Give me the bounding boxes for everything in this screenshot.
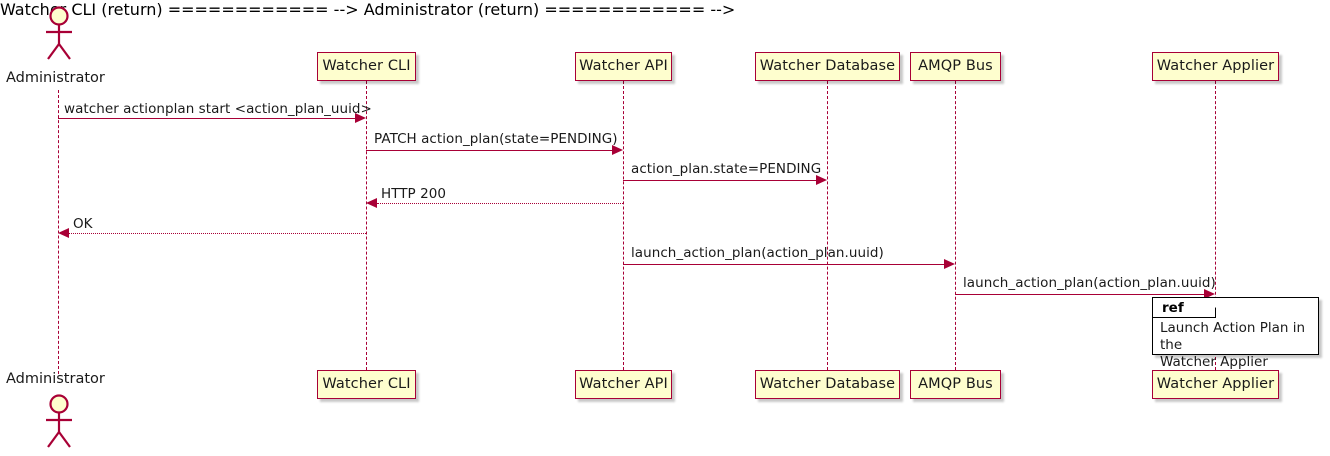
participant-label-amqp-bus-top: AMQP Bus (918, 58, 993, 75)
message-label-2: PATCH action_plan(state=PENDING) (374, 131, 618, 147)
ref-fragment-tab: ref (1153, 298, 1216, 318)
participant-amqp-bus-bottom[interactable]: AMQP Bus (910, 370, 1001, 399)
stick-figure-icon (46, 394, 72, 448)
participant-watcher-api-top[interactable]: Watcher API (575, 52, 672, 81)
message-line-5 (69, 233, 366, 234)
message-line-2 (366, 150, 612, 151)
participant-watcher-cli-bottom[interactable]: Watcher CLI (317, 370, 416, 399)
message-label-1: watcher actionplan start <action_plan_uu… (64, 101, 372, 117)
participant-label-watcher-api-top: Watcher API (579, 58, 668, 75)
message-line-1 (58, 118, 355, 119)
lifeline-watcher-api (623, 81, 624, 370)
message-arrowhead-3 (816, 174, 827, 185)
ref-fragment-tab-label: ref (1162, 299, 1184, 316)
ref-fragment-launch-action-plan[interactable]: ref Launch Action Plan in the Watcher Ap… (1152, 297, 1319, 370)
lifeline-amqp-bus (955, 81, 956, 370)
message-label-4: HTTP 200 (381, 186, 447, 202)
message-label-7: launch_action_plan(action_plan.uuid) (963, 275, 1216, 291)
participant-label-watcher-cli-bottom: Watcher CLI (322, 376, 411, 393)
participant-watcher-database-bottom[interactable]: Watcher Database (755, 370, 900, 399)
actor-label-administrator-top: Administrator (6, 70, 105, 86)
message-arrowhead-2 (612, 144, 623, 155)
participant-watcher-applier-bottom[interactable]: Watcher Applier (1152, 370, 1279, 399)
message-arrowhead-5 (58, 227, 69, 238)
message-arrowhead-1 (355, 112, 366, 123)
message-line-3 (623, 180, 816, 181)
lifeline-watcher-cli (366, 81, 367, 370)
participant-watcher-api-bottom[interactable]: Watcher API (575, 370, 672, 399)
message-arrowhead-7 (1204, 288, 1215, 299)
lifeline-watcher-applier (1215, 81, 1216, 370)
message-arrowhead-4 (366, 197, 377, 208)
participant-label-watcher-database-bottom: Watcher Database (759, 376, 896, 393)
participant-label-watcher-applier-top: Watcher Applier (1156, 58, 1275, 75)
participant-watcher-applier-top[interactable]: Watcher Applier (1152, 52, 1279, 81)
participant-label-amqp-bus-bottom: AMQP Bus (918, 376, 993, 393)
actor-label-administrator-bottom: Administrator (6, 371, 105, 387)
message-label-3: action_plan.state=PENDING (631, 161, 822, 177)
lifeline-watcher-database (827, 81, 828, 370)
message-arrowhead-6 (944, 258, 955, 269)
participant-amqp-bus-top[interactable]: AMQP Bus (910, 52, 1001, 81)
participant-label-watcher-database-top: Watcher Database (759, 58, 896, 75)
actor-administrator-bottom[interactable] (36, 392, 80, 448)
message-line-7 (955, 294, 1204, 295)
message-line-4 (377, 203, 623, 204)
message-label-6: launch_action_plan(action_plan.uuid) (631, 245, 884, 261)
ref-fragment-body-line-1: Launch Action Plan in the (1160, 320, 1306, 353)
participant-watcher-cli-top[interactable]: Watcher CLI (317, 52, 416, 81)
stick-figure-icon (46, 6, 72, 60)
participant-label-watcher-applier-bottom: Watcher Applier (1156, 376, 1275, 393)
participant-label-watcher-api-bottom: Watcher API (579, 376, 668, 393)
ref-fragment-body: Launch Action Plan in the Watcher Applie… (1160, 320, 1322, 371)
message-line-6 (623, 264, 944, 265)
actor-administrator-top[interactable] (36, 4, 80, 60)
participant-label-watcher-cli-top: Watcher CLI (322, 58, 411, 75)
participant-watcher-database-top[interactable]: Watcher Database (755, 52, 900, 81)
message-label-5: OK (73, 216, 93, 232)
ref-fragment-body-line-2: Watcher Applier (1160, 354, 1268, 370)
